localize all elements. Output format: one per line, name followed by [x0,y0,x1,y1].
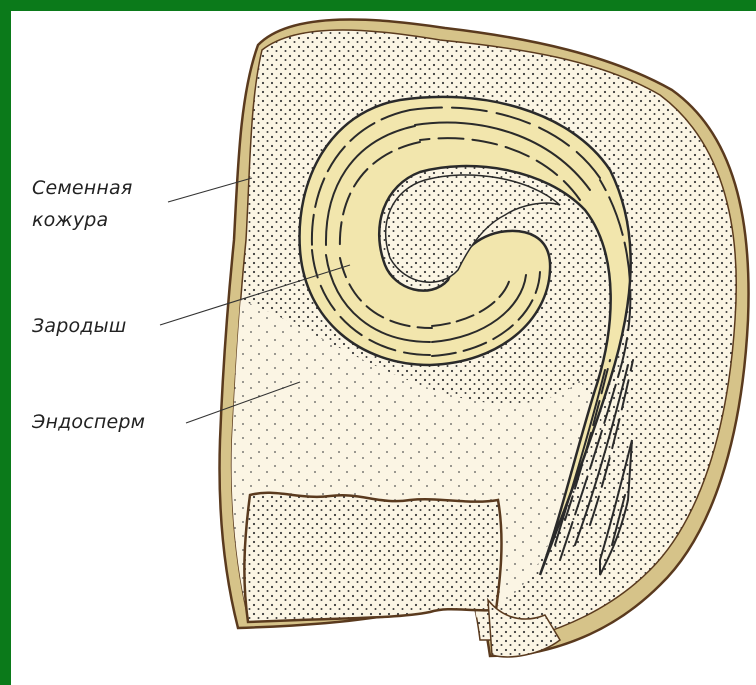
lower-tissue [244,493,501,622]
label-seed-coat-line2: кожура [32,208,108,232]
label-endosperm: Эндосперм [32,410,145,434]
label-seed-coat-line1: Семенная [32,176,133,200]
label-embryo: Зародыш [32,314,126,338]
